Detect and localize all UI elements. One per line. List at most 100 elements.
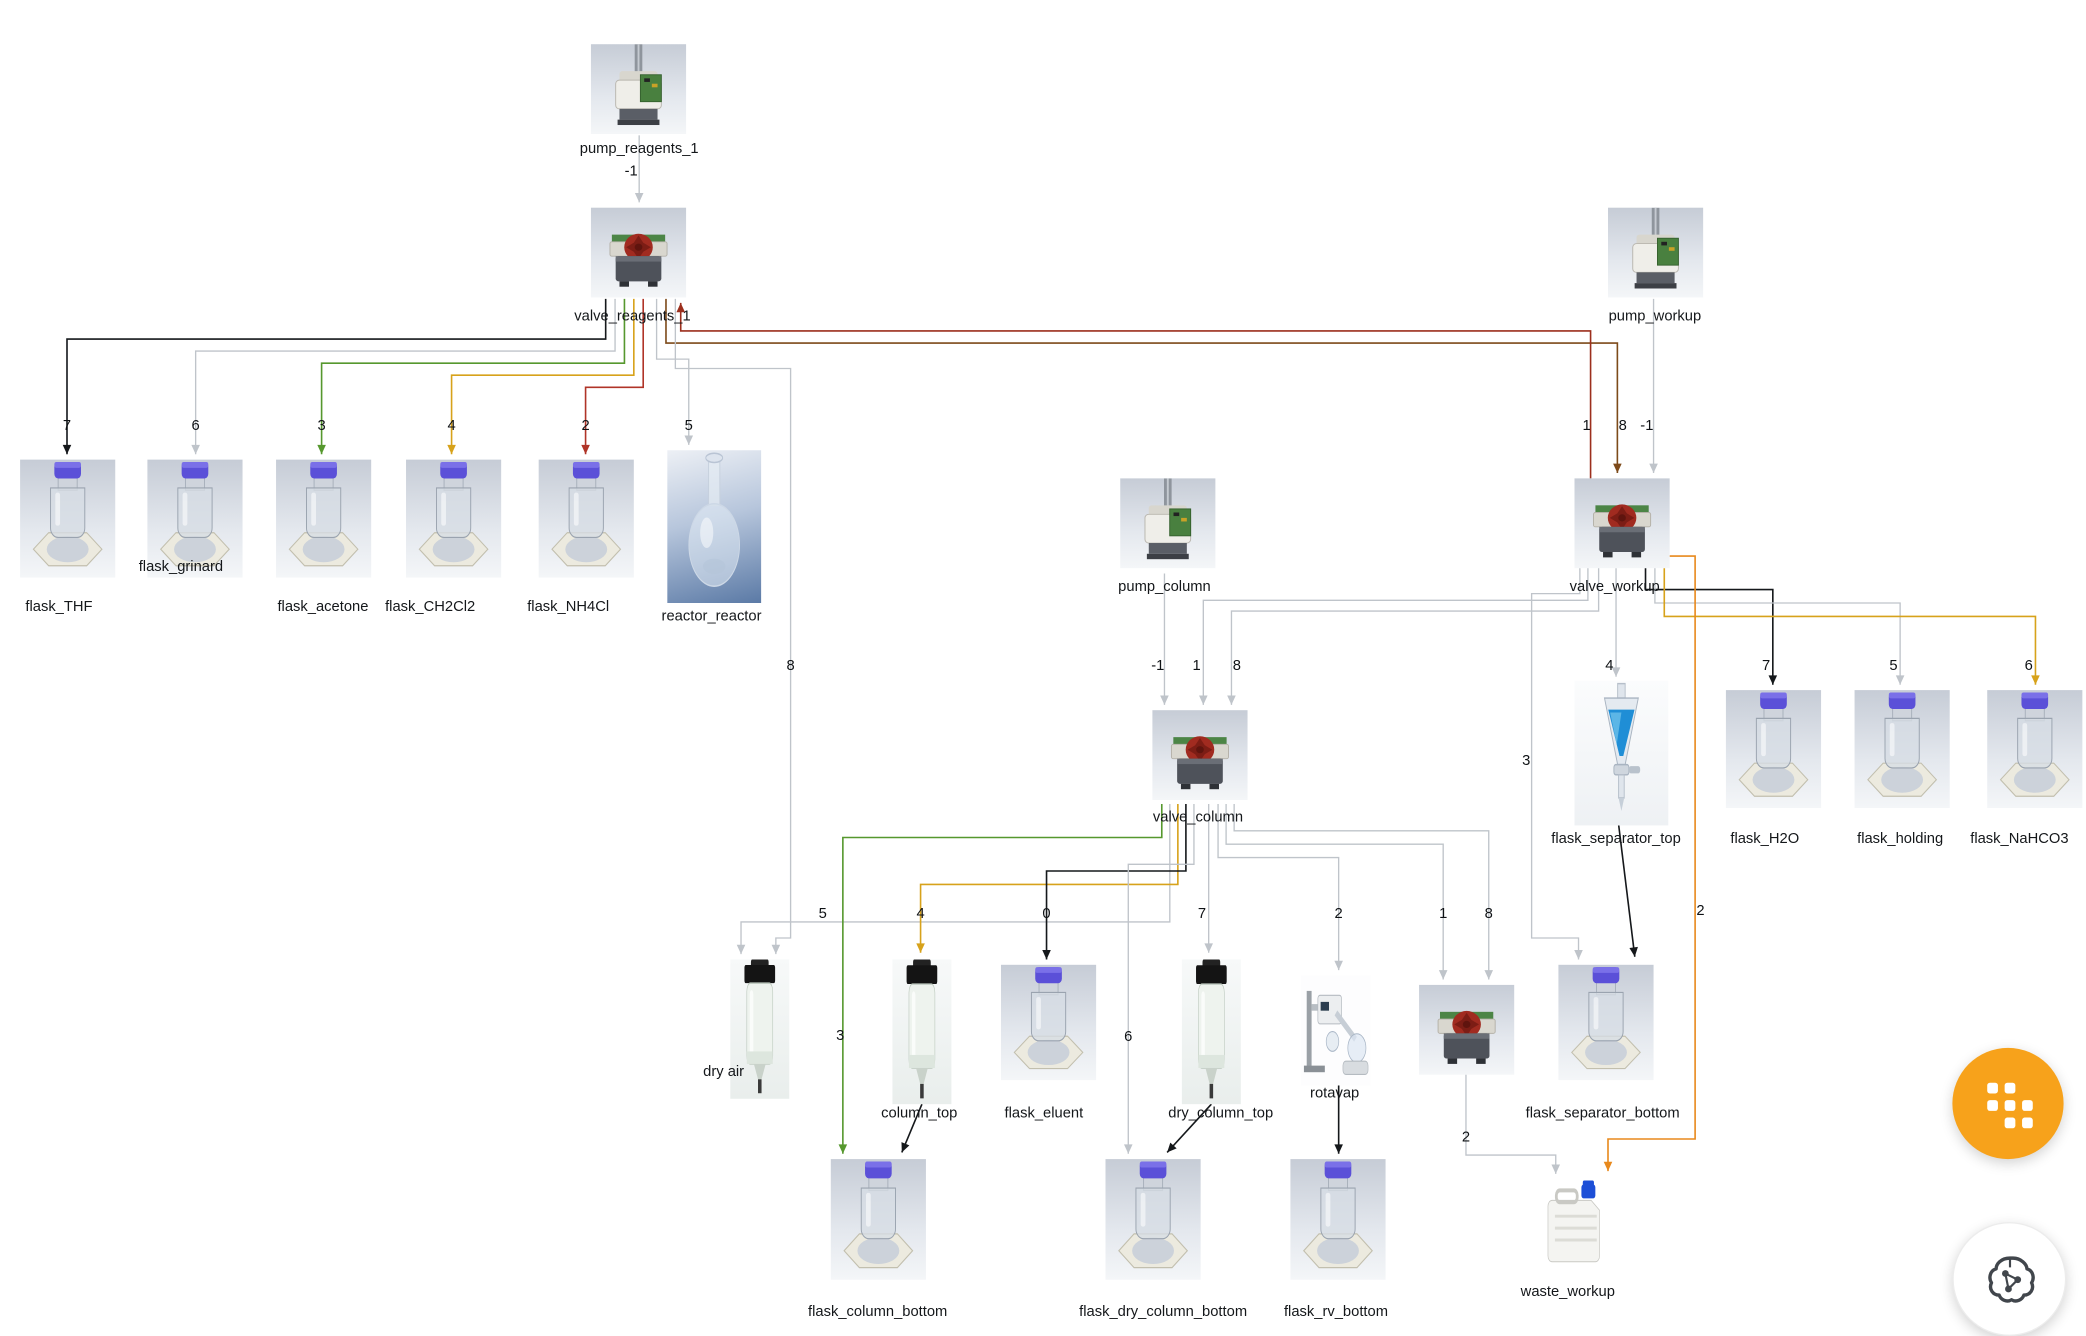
node-label-reactor_reactor: reactor_reactor: [661, 608, 762, 625]
rotary-valve-icon: [609, 233, 668, 287]
syringe-pump-icon: [615, 44, 662, 126]
node-pump_column[interactable]: [1120, 478, 1216, 569]
edge-dry_column_top-to-flask_dry_column_bottom: [1166, 1103, 1212, 1153]
arrowhead-icon: [1438, 970, 1448, 980]
arrowhead-icon: [191, 444, 200, 455]
edge-valve_column-to-valve_separator: [1225, 804, 1444, 980]
edge-valve_reagents_1-to-flask_CH2Cl2: [450, 298, 635, 455]
arrowhead-icon: [916, 943, 925, 953]
arrowhead-icon: [1649, 463, 1658, 474]
node-flask_separator_top[interactable]: [1574, 680, 1669, 826]
assistant-button[interactable]: [1952, 1222, 2067, 1336]
node-flask_NH4Cl[interactable]: [538, 459, 634, 578]
node-flask_CH2Cl2[interactable]: [406, 459, 502, 578]
edge-flask_separator_top-to-flask_separator_bottom: [1617, 825, 1636, 957]
node-flask_rv_bottom[interactable]: [1290, 1159, 1386, 1280]
arrowhead-icon: [1227, 695, 1236, 705]
arrowhead-icon: [1613, 463, 1622, 474]
node-valve_reagents_1[interactable]: [590, 207, 687, 298]
node-label-flask_column_bottom: flask_column_bottom: [808, 1303, 948, 1320]
edge-port-label: -1: [1640, 418, 1654, 435]
edge-port-label: 3: [1522, 753, 1531, 770]
rotary-valve-icon: [1437, 1010, 1496, 1064]
node-label-rotavap: rotavap: [1310, 1085, 1360, 1102]
arrowhead-icon: [684, 435, 694, 445]
edge-port-label: 6: [2024, 657, 2033, 675]
node-label-column_top: column_top: [881, 1105, 958, 1122]
node-valve_column[interactable]: [1152, 710, 1248, 800]
edge-valve_column-to-flask_eluent: [1045, 804, 1187, 960]
node-dry_column_top[interactable]: [1181, 959, 1241, 1105]
edge-valve_column-to-rotavap: [1217, 804, 1340, 971]
arrowhead-icon: [901, 1142, 910, 1153]
edge-port-label: 2: [1461, 1129, 1471, 1146]
edge-port-label: 3: [836, 1027, 845, 1044]
node-label-flask_NH4Cl: flask_NH4Cl: [527, 598, 610, 616]
arrowhead-icon: [838, 1144, 848, 1154]
node-flask_grinard[interactable]: [147, 459, 243, 578]
reagent-flask-icon: [551, 461, 622, 567]
reagent-flask-icon: [1738, 692, 1809, 797]
edge-port-label: 8: [786, 657, 795, 675]
node-label-flask_acetone: flask_acetone: [277, 598, 369, 616]
edge-port-label: 4: [447, 418, 456, 435]
arrowhead-icon: [317, 444, 326, 455]
rotary-valve-icon: [1170, 736, 1229, 790]
edge-port-label: 2: [1334, 905, 1343, 922]
node-flask_acetone[interactable]: [276, 459, 372, 578]
node-label-flask_holding: flask_holding: [1857, 830, 1944, 847]
arrowhead-icon: [2031, 675, 2040, 685]
node-pump_reagents_1[interactable]: [590, 44, 687, 134]
edge-valve_workup-to-flask_H2O: [1644, 568, 1774, 685]
node-flask_column_bottom[interactable]: [830, 1159, 926, 1280]
node-flask_eluent[interactable]: [1000, 964, 1097, 1081]
edge-port-label: 8: [1618, 418, 1627, 435]
edge-valve_column-to-valve_separator: [1233, 804, 1490, 980]
edge-valve_reagents_1-to-reactor_reactor: [655, 298, 690, 445]
node-flask_H2O[interactable]: [1725, 690, 1822, 809]
reagent-flask-icon: [1867, 692, 1938, 797]
node-dry_air[interactable]: [730, 959, 790, 1099]
edge-port-label: 1: [1439, 905, 1448, 922]
edge-port-label: 3: [317, 418, 326, 435]
reagent-flask-icon: [32, 461, 103, 567]
arrowhead-icon: [1334, 960, 1343, 971]
node-pump_workup[interactable]: [1608, 207, 1704, 298]
node-column_top[interactable]: [892, 959, 952, 1105]
brain-circuit-icon: [1987, 1255, 2035, 1302]
node-label-valve_workup: valve_workup: [1569, 578, 1660, 595]
node-flask_THF[interactable]: [20, 459, 116, 578]
edge-valve_workup-to-valve_column: [1202, 568, 1589, 705]
waste-canister-icon: [1547, 1180, 1600, 1263]
edge-port-label: 7: [1197, 905, 1207, 922]
edge-port-label: 4: [916, 905, 925, 922]
apps-button[interactable]: [1952, 1047, 2064, 1160]
node-label-pump_workup: pump_workup: [1608, 308, 1702, 325]
arrowhead-icon: [1199, 695, 1208, 705]
arrowhead-icon: [447, 444, 456, 455]
edge-port-label: 7: [1762, 657, 1771, 675]
node-valve_workup[interactable]: [1574, 478, 1670, 569]
node-label-flask_THF: flask_THF: [25, 598, 93, 616]
node-label-flask_rv_bottom: flask_rv_bottom: [1283, 1303, 1389, 1320]
node-valve_separator[interactable]: [1419, 984, 1515, 1075]
edge-valve_column-to-flask_column_bottom: [842, 804, 1163, 1154]
reagent-flask-icon: [1999, 692, 2070, 797]
arrowhead-icon: [1160, 695, 1169, 705]
node-label-flask_H2O: flask_H2O: [1730, 830, 1800, 847]
node-flask_separator_bottom[interactable]: [1558, 964, 1654, 1081]
node-flask_NaHCO3[interactable]: [1987, 690, 2083, 809]
node-waste_workup[interactable]: [1541, 1176, 1611, 1276]
arrowhead-icon: [581, 444, 590, 455]
node-label-flask_NaHCO3: flask_NaHCO3: [1970, 830, 2069, 847]
round-bottom-flask-icon: [688, 452, 741, 587]
node-label-pump_column: pump_column: [1118, 578, 1211, 595]
arrowhead-icon: [771, 944, 781, 955]
arrowhead-icon: [1334, 1144, 1343, 1154]
node-reactor_reactor[interactable]: [667, 450, 762, 603]
edge-port-label: 6: [191, 418, 200, 435]
node-rotavap[interactable]: [1301, 975, 1371, 1086]
edge-port-label: 2: [1696, 903, 1705, 920]
node-flask_dry_column_bottom[interactable]: [1105, 1159, 1201, 1280]
node-flask_holding[interactable]: [1854, 690, 1950, 809]
